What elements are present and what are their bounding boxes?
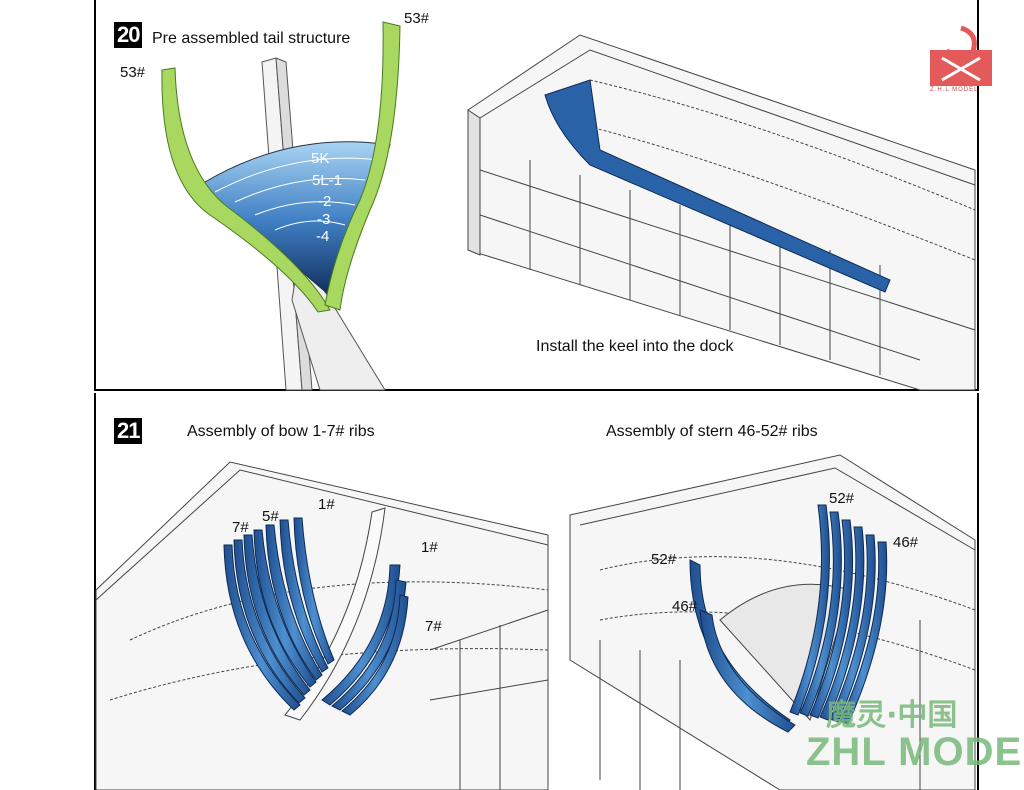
- stern-rib-52-label-right: 52#: [829, 490, 855, 507]
- stern-rib-52-label-left: 52#: [651, 551, 677, 568]
- step-number-21: 21: [114, 418, 143, 444]
- part-label-3: -3: [317, 211, 331, 228]
- part-label-2: -2: [318, 193, 332, 210]
- tail-structure-drawing: [161, 21, 401, 391]
- dock-drawing: [467, 34, 976, 391]
- step-21-panel: [94, 393, 979, 790]
- frame-53-label-left: 53#: [120, 64, 146, 81]
- zhl-logo-icon: [930, 25, 992, 86]
- step-20-title: Pre assembled tail structure: [152, 30, 351, 47]
- bow-rib-1-label: 1#: [318, 496, 335, 513]
- stern-rib-46-label-left: 46#: [672, 598, 698, 615]
- watermark-english: ZHL MODEL: [806, 730, 1024, 774]
- bow-rib-7-label: 7#: [232, 519, 249, 536]
- part-label-5l-1: 5L-1: [312, 172, 343, 189]
- bow-ribs-drawing: [95, 461, 549, 790]
- logo-subtitle: Z.H.L MODEL: [930, 87, 979, 93]
- step-number-20: 20: [114, 22, 143, 48]
- stern-ribs-drawing: [569, 454, 976, 790]
- bow-rib-1b-label: 1#: [421, 539, 438, 556]
- bow-rib-7b-label: 7#: [425, 618, 442, 635]
- bow-rib-5-label: 5#: [262, 508, 279, 525]
- stern-rib-46-label-right: 46#: [893, 534, 919, 551]
- frame-53-label-right: 53#: [404, 10, 430, 27]
- bow-ribs-title: Assembly of bow 1-7# ribs: [187, 423, 375, 440]
- watermark-chinese: 魔灵·中国: [826, 698, 958, 733]
- part-label-4: -4: [316, 228, 330, 245]
- stern-ribs-title: Assembly of stern 46-52# ribs: [606, 423, 818, 440]
- part-label-5k: 5K: [311, 150, 330, 167]
- step-20-panel: [94, 0, 979, 391]
- dock-caption: Install the keel into the dock: [536, 338, 734, 355]
